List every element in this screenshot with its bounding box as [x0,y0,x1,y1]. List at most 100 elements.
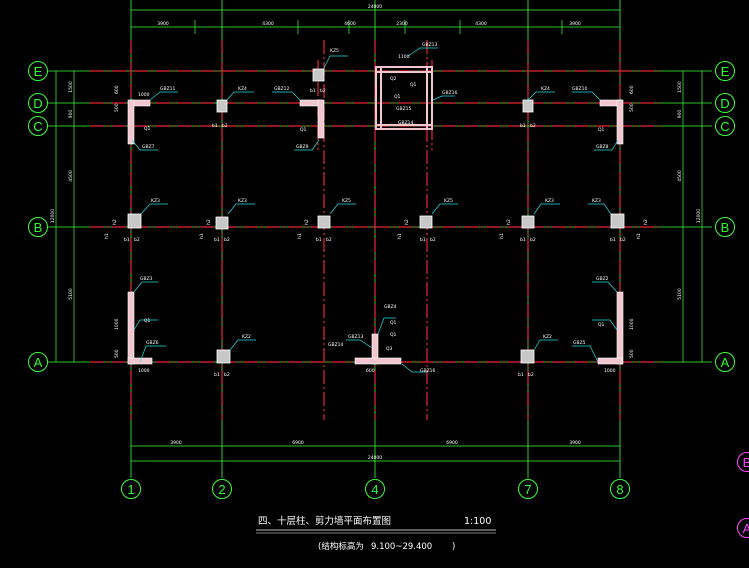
label-b2-5: b2 [530,237,536,243]
row-label-c-left: C [33,119,42,134]
label-d500-r3: 500 [629,349,635,358]
label-gbz14: GBZ14 [398,120,414,126]
label-d1100: 1100 [398,54,410,60]
drawing-title: 四、十层柱、剪力墙平面布置图 [258,515,391,527]
label-d600-r1: 600 [629,85,635,94]
label-b2-a7: b2 [528,372,534,378]
label-h1-6: h1 [636,233,642,239]
label-kz4-top: KZ4 [238,86,247,92]
dim-left-seg-4: 5100 [68,288,74,300]
shear-walls [127,66,624,365]
label-b1-3: b1 [316,237,322,243]
label-b1-e: b1 [310,88,316,94]
title-block: 四、十层柱、剪力墙平面布置图 1:100 (结构标高为 9.100~29.400… [256,515,496,552]
dim-right-total: 12000 [696,209,702,223]
label-gbz10: GBZ10 [572,86,588,92]
label-gbz15: GBZ15 [396,106,412,112]
label-h2-5: h2 [506,219,512,225]
label-kz3-left: KZ3 [151,198,160,204]
dimension-lines [55,9,703,462]
label-q1-bottom: Q1 [390,320,397,326]
label-b1-4: b1 [420,237,426,243]
label-q1-a-right: Q1 [598,322,605,328]
dim-bottom-seg-4: 3900 [569,440,581,446]
label-q1-core: Q1 [394,94,401,100]
dim-left-total: 12000 [50,209,56,223]
label-d600-core: 600 [366,368,375,374]
label-gbz6: GBZ6 [146,340,159,346]
label-b2-6: b2 [620,237,626,243]
side-marker-a: A [743,521,749,536]
label-b1-a7: b1 [518,372,524,378]
label-h1-2: h1 [199,233,205,239]
label-h2-1: h2 [112,219,118,225]
label-gbz8: GBZ8 [596,144,609,150]
dim-top-seg-2: 4300 [262,21,274,27]
label-h2-4: h2 [404,219,410,225]
row-label-d-right: D [720,96,729,111]
row-label-b-left: B [34,220,43,235]
label-q1-mid: Q1 [300,127,307,133]
col-label-7: 7 [524,482,531,497]
label-b2-d7: b2 [530,123,536,129]
label-q1-core-r: Q1 [410,82,417,88]
label-d500-l3: 500 [114,349,120,358]
label-gbz3: GBZ3 [140,276,153,282]
dim-top-seg-4: 2300 [396,21,408,27]
label-b2-d2: b2 [222,123,228,129]
row-label-a-left: A [34,355,43,370]
dim-bottom-seg-2: 6900 [292,440,304,446]
row-label-e-right: E [721,64,730,79]
label-d1000-l2: 1000 [114,318,120,330]
label-gbz5: GBZ5 [573,340,586,346]
dim-right-seg-3: 4500 [677,170,683,182]
label-d1000-bl: 1000 [138,368,150,374]
row-label-a-right: A [721,355,730,370]
row-label-d-left: D [33,96,42,111]
label-h1-4: h1 [397,233,403,239]
label-b2-1: b2 [134,237,140,243]
label-q1-a-left: Q1 [144,318,151,324]
dim-top-seg-1: 3900 [157,21,169,27]
col-label-4: 4 [371,482,378,497]
label-q2: Q2 [390,76,397,82]
leader-lines [131,47,619,373]
label-kz2-left: KZ2 [242,334,251,340]
label-b2-e: b2 [320,88,326,94]
label-h1-3: h1 [297,233,303,239]
label-gbz2: GBZ2 [596,276,609,282]
label-q1-right: Q1 [598,127,605,133]
label-q1-bottom2: Q1 [390,332,397,338]
row-label-b-right: B [721,220,730,235]
label-kz3-2: KZ3 [238,198,247,204]
label-b1-d2: b1 [212,123,218,129]
side-marker-b: B [743,455,749,470]
label-gbz11: GBZ11 [160,86,176,92]
dim-top-total: 24000 [368,4,382,10]
dim-bottom-total: 24000 [368,455,382,461]
dim-right-seg-2: 900 [677,110,683,119]
drawing-scale: 1:100 [464,516,491,527]
label-b2-3: b2 [326,237,332,243]
dim-top-seg-6: 3900 [569,21,581,27]
label-kz3-7: KZ3 [545,198,554,204]
label-kz4-right: KZ4 [541,86,550,92]
row-label-e-left: E [34,64,43,79]
label-kz2-right: KZ2 [543,334,552,340]
label-gbz9: GBZ9 [296,144,309,150]
dim-right-seg-1: 1500 [677,81,683,93]
dim-left-seg-2: 900 [68,110,74,119]
label-b1-2: b1 [214,237,220,243]
subtitle-prefix: (结构标高为 [318,541,364,552]
label-d500-l1: 500 [114,103,120,112]
label-h2-3: h2 [304,219,310,225]
dim-bottom-seg-3: 6900 [446,440,458,446]
label-gbz16: GBZ16 [442,90,458,96]
row-label-c-right: C [720,119,729,134]
label-b1-d7: b1 [520,123,526,129]
elevation-range: 9.100~29.400 [371,542,432,552]
label-d600-l1: 600 [114,85,120,94]
col-label-8: 8 [616,482,623,497]
